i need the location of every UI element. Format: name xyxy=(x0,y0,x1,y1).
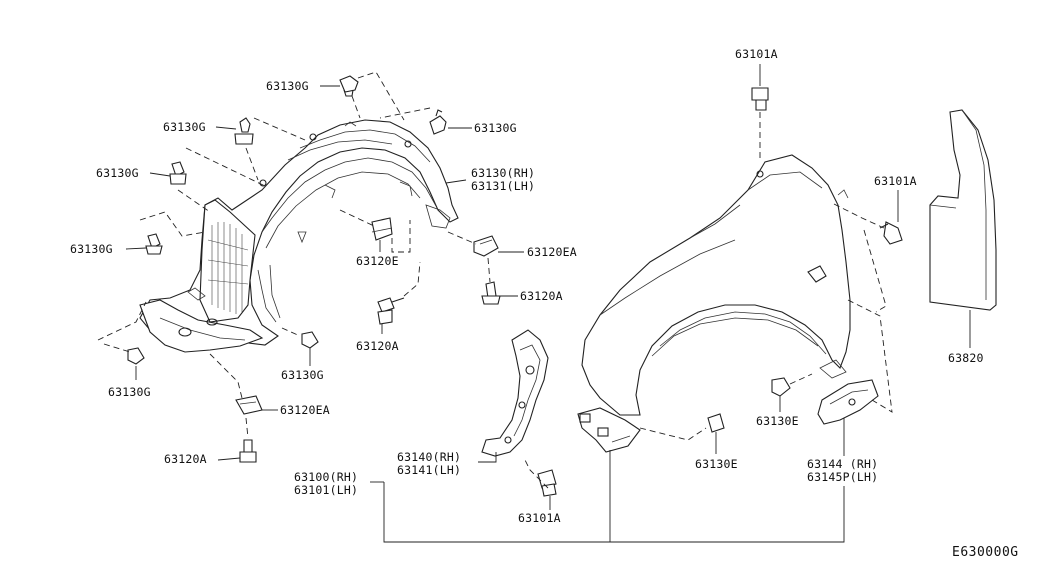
label-63140-rh: 63140(RH) xyxy=(397,450,462,464)
label-63120a-bottom: 63120A xyxy=(164,452,207,466)
label-63130g-bottom-left: 63130G xyxy=(108,385,151,399)
bolt-63120a-bottom xyxy=(239,439,257,463)
label-63130g-bottom-mid: 63130G xyxy=(281,368,324,382)
label-63130g-left2: 63130G xyxy=(96,166,139,180)
label-63120a-right: 63120A xyxy=(520,289,563,303)
label-63130-rh: 63130(RH) xyxy=(471,166,536,180)
bracket-63120e xyxy=(371,217,393,241)
dashed-guide-lines xyxy=(97,71,893,489)
label-63101-lh: 63101(LH) xyxy=(294,483,359,497)
leader-lines xyxy=(125,64,971,543)
label-63141-lh: 63141(LH) xyxy=(397,463,462,477)
bolt-63101a-bottom xyxy=(537,469,557,497)
seal-63144-part xyxy=(817,379,879,425)
label-63101a-right: 63101A xyxy=(874,174,917,188)
clip-63130e-mid xyxy=(707,413,725,433)
clip-63130g-top xyxy=(339,75,359,97)
bolt-63120a-right xyxy=(481,281,501,305)
label-63145p-lh: 63145P(LH) xyxy=(807,470,879,484)
bolt-63101a-top xyxy=(751,87,769,111)
clip-63130g-left2 xyxy=(169,161,187,185)
label-63120ea-right: 63120EA xyxy=(527,245,577,259)
label-63130g-left1: 63130G xyxy=(163,120,206,134)
label-63130g-right: 63130G xyxy=(474,121,517,135)
label-63130e-mid: 63130E xyxy=(695,457,738,471)
bolt-63120a-mid xyxy=(377,297,405,325)
label-63120e: 63120E xyxy=(356,254,399,268)
label-63130e-right: 63130E xyxy=(756,414,799,428)
label-63101a-top: 63101A xyxy=(735,47,778,61)
label-63130g-top: 63130G xyxy=(266,79,309,93)
fender-bracket-part xyxy=(481,329,549,457)
label-63101a-bottom: 63101A xyxy=(518,511,561,525)
clip-63130g-right xyxy=(429,109,447,135)
label-63820: 63820 xyxy=(948,351,984,365)
label-63100-rh: 63100(RH) xyxy=(294,470,359,484)
bolt-63101a-right xyxy=(879,221,903,245)
clip-63130g-left1 xyxy=(234,117,254,145)
label-63130g-left3: 63130G xyxy=(70,242,113,256)
mud-guard-part xyxy=(929,109,997,311)
clip-63130g-bottom-left xyxy=(127,347,145,365)
label-63120ea-bottom: 63120EA xyxy=(280,403,330,417)
clip-63130g-left3 xyxy=(145,233,163,255)
clip-63130e-right xyxy=(771,377,791,397)
fender-liner-part xyxy=(139,119,459,353)
diagram-reference-code: E630000G xyxy=(952,545,1019,560)
label-63131-lh: 63131(LH) xyxy=(471,179,536,193)
bracket-63120ea-bottom xyxy=(235,395,263,415)
label-63144-rh: 63144 (RH) xyxy=(807,457,879,471)
front-fender-part xyxy=(577,154,851,453)
bracket-63120ea-right xyxy=(473,235,499,257)
label-63120a-mid: 63120A xyxy=(356,339,399,353)
clip-63130g-bottom-mid xyxy=(301,331,319,349)
